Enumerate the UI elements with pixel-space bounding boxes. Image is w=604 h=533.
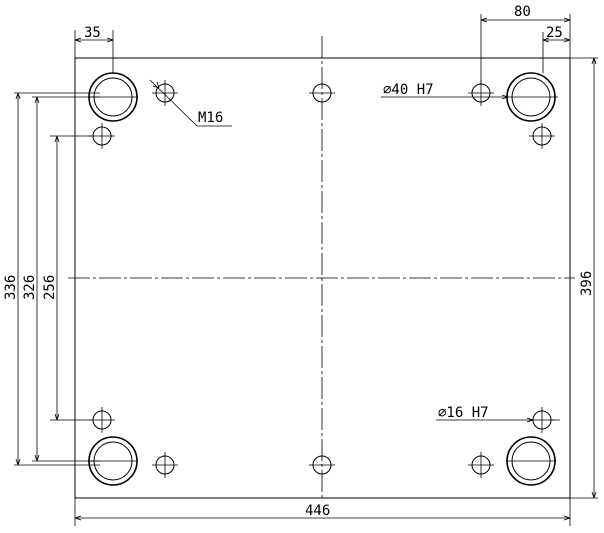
dimension-396: 396 (570, 57, 598, 499)
pin-hole-bottom-left (89, 407, 115, 433)
callout-bore-16: ∅16 H7 (436, 405, 560, 423)
hole-top-center (309, 83, 335, 103)
dimension-35: 35 (74, 25, 114, 73)
callout-bore-16-label: ∅16 H7 (438, 405, 489, 421)
dimension-25: 25 (542, 25, 571, 73)
dimension-80-label: 80 (514, 4, 531, 20)
pin-hole-top-right (529, 123, 555, 149)
callout-m16: M16 (149, 79, 232, 127)
dimension-256-label: 256 (42, 275, 58, 300)
callout-bore-40-label: ∅40 H7 (383, 82, 434, 98)
dimension-336: 336 (3, 92, 100, 466)
dimension-446: 446 (74, 498, 571, 526)
dimension-336-label: 336 (3, 275, 19, 300)
dimension-396-label: 396 (579, 271, 595, 296)
hole-bottom-center (309, 455, 335, 475)
dimension-35-label: 35 (84, 25, 101, 41)
dimension-446-label: 446 (305, 503, 330, 519)
dimension-326-label: 326 (22, 275, 38, 300)
hole-bottom-right-inner (468, 452, 494, 478)
dimension-25-label: 25 (546, 25, 563, 41)
hole-bottom-left-inner (152, 452, 178, 478)
hole-m16-top-left (152, 80, 178, 106)
callout-m16-label: M16 (198, 110, 223, 126)
dimension-326: 326 (22, 96, 100, 462)
dimension-256: 256 (42, 135, 92, 421)
dimension-80: 80 (480, 4, 571, 84)
callout-bore-40: ∅40 H7 (381, 82, 509, 100)
pin-hole-top-left (89, 123, 115, 149)
